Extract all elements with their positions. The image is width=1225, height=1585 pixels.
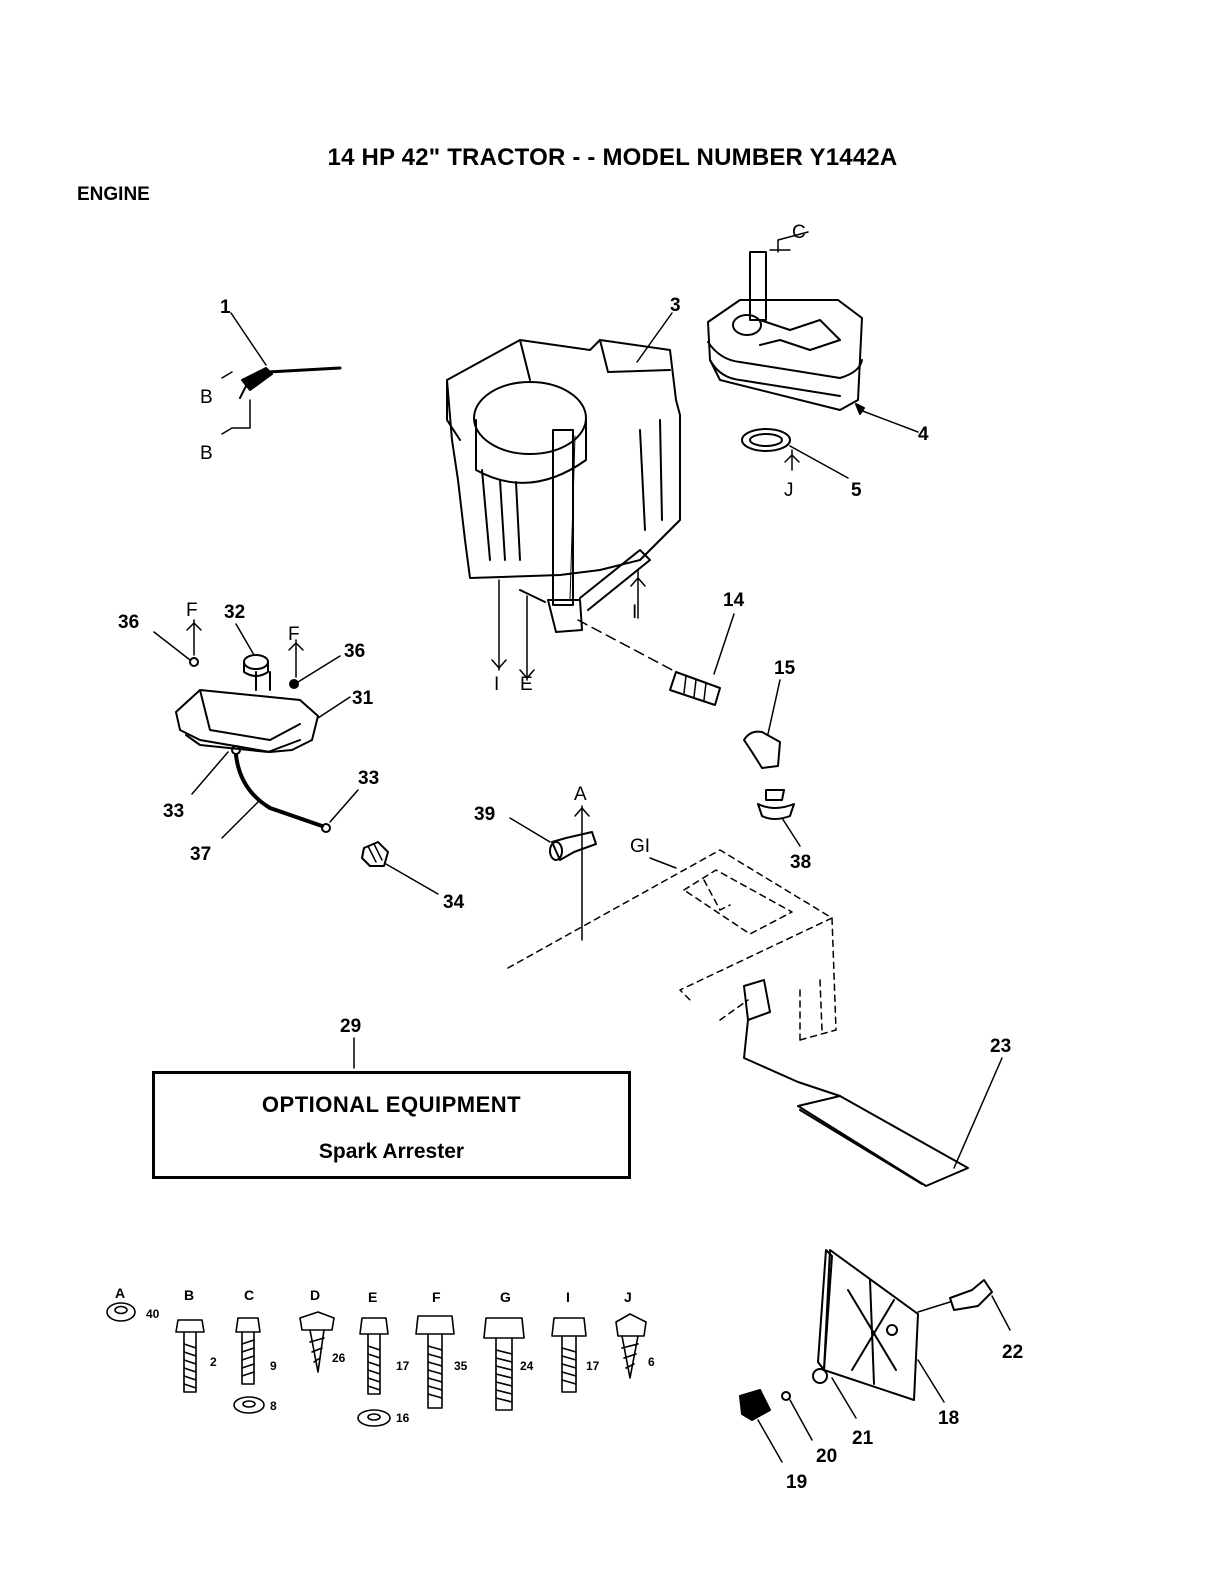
callout-1: 1 — [220, 297, 231, 318]
callout-33-left: 33 — [163, 801, 184, 822]
throttle-pedal-part — [744, 980, 1002, 1186]
ref-letter-f1: F — [186, 600, 198, 621]
hw-num-9: 9 — [270, 1359, 277, 1373]
callout-31: 31 — [352, 688, 374, 709]
ref-letter-e: E — [520, 674, 533, 695]
hw-letter-j: J — [624, 1289, 632, 1305]
hw-letter-a: A — [115, 1285, 125, 1301]
callout-29: 29 — [340, 1016, 361, 1037]
hw-letter-f: F — [432, 1289, 441, 1305]
ref-letter-f2: F — [288, 624, 300, 645]
callout-4: 4 — [918, 424, 929, 445]
exhaust-pipe-part — [578, 614, 780, 768]
throttle-cable-part — [222, 313, 340, 434]
ref-letter-c: C — [792, 222, 806, 243]
hw-num-40: 40 — [146, 1307, 160, 1321]
callout-39: 39 — [474, 804, 495, 825]
callout-34: 34 — [443, 892, 465, 913]
hw-letter-i: I — [566, 1289, 570, 1305]
ref-letter-j: J — [784, 480, 794, 501]
ref-letter-i1: I — [632, 602, 637, 623]
muffler-part — [708, 232, 918, 432]
bracket-part — [510, 806, 596, 940]
drain-plug-part — [758, 790, 800, 846]
fuel-line-part — [192, 746, 358, 838]
callout-38: 38 — [790, 852, 811, 873]
callout-19: 19 — [786, 1472, 807, 1493]
ref-letter-i2: I — [494, 674, 499, 695]
callout-37: 37 — [190, 844, 211, 865]
callout-36-left: 36 — [118, 612, 139, 633]
hw-num-17-i: 17 — [586, 1359, 600, 1373]
hw-letter-c: C — [244, 1287, 254, 1303]
engine-part — [447, 313, 680, 680]
hw-num-2: 2 — [210, 1355, 217, 1369]
hw-num-17-e: 17 — [396, 1359, 410, 1373]
hw-num-8: 8 — [270, 1399, 277, 1413]
reference-letters: B B C J F F I I E A GI — [186, 222, 806, 857]
callout-14: 14 — [723, 590, 745, 611]
ref-letter-b2: B — [200, 443, 213, 464]
hw-letter-b: B — [184, 1287, 194, 1303]
optional-equipment-heading: OPTIONAL EQUIPMENT — [155, 1092, 628, 1118]
hw-num-6: 6 — [648, 1355, 655, 1369]
callout-5: 5 — [851, 480, 862, 501]
callout-21: 21 — [852, 1428, 874, 1449]
hw-letter-d: D — [310, 1287, 320, 1303]
ref-letter-g: GI — [630, 836, 650, 857]
ref-letter-b1: B — [200, 387, 213, 408]
hw-num-16: 16 — [396, 1411, 410, 1425]
callout-20: 20 — [816, 1446, 837, 1467]
hw-letter-e: E — [368, 1289, 377, 1305]
hw-num-26: 26 — [332, 1351, 346, 1365]
ref-letter-a: A — [574, 784, 587, 805]
fuel-fitting-part — [362, 842, 438, 894]
callout-3: 3 — [670, 295, 681, 316]
fuel-cap-part — [236, 624, 268, 676]
callout-18: 18 — [938, 1408, 959, 1429]
hw-num-24: 24 — [520, 1359, 534, 1373]
callout-36-right: 36 — [344, 641, 365, 662]
optional-equipment-box: OPTIONAL EQUIPMENT Spark Arrester — [152, 1071, 631, 1179]
callout-labels: 1 3 4 5 14 15 18 19 20 21 22 23 31 32 33… — [118, 295, 1023, 1493]
hw-num-35: 35 — [454, 1359, 468, 1373]
frame-outline — [508, 850, 836, 1040]
hw-letter-g: G — [500, 1289, 511, 1305]
fuel-tank-hardware — [154, 620, 340, 688]
muffler-clamp-part — [742, 429, 848, 478]
spark-arrester-part — [740, 1250, 1010, 1462]
callout-22: 22 — [1002, 1342, 1023, 1363]
callout-23: 23 — [990, 1036, 1011, 1057]
optional-equipment-item: Spark Arrester — [155, 1140, 628, 1164]
hardware-row — [107, 1303, 646, 1426]
callout-33-right: 33 — [358, 768, 379, 789]
callout-15: 15 — [774, 658, 796, 679]
fuel-tank-part — [176, 672, 350, 752]
callout-32: 32 — [224, 602, 245, 623]
